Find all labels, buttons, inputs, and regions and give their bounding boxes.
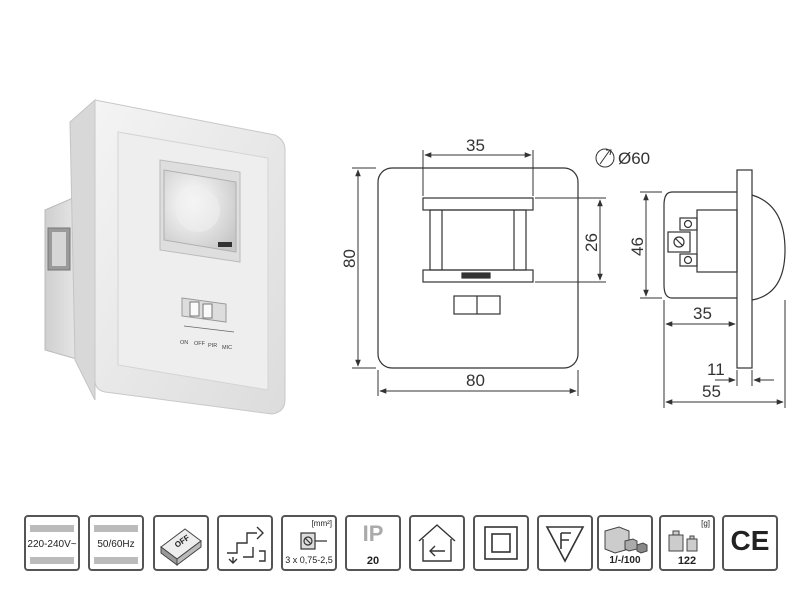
ip-value-label: 20 [366, 555, 380, 567]
packaging-qty-label: 1/-/100 [609, 555, 641, 566]
wire-unit-label: [mm²] [311, 519, 332, 528]
dim-lens-height: 26 [582, 233, 601, 252]
switch-label-pir: PIR [208, 343, 217, 349]
f-mark-icon [537, 515, 593, 571]
packaging-icon: 1/-/100 [597, 515, 653, 571]
ip-prefix-label: IP [362, 521, 384, 546]
mounting-icon [217, 515, 273, 571]
product-drawing: ON OFF PIR MIC 35 80 26 80 [44, 98, 786, 415]
indoor-use-icon [409, 515, 465, 571]
wire-spec-label: 3 x 0,75-2,5 [285, 555, 333, 565]
ce-mark-icon: CE [722, 515, 778, 571]
switch-off-icon: OFF [153, 515, 209, 571]
dim-front-height: 80 [340, 249, 359, 268]
spec-icon-strip: 220-240V~ 50/60Hz OFF [mm²] [0, 515, 800, 585]
frequency-badge: 50/60Hz [88, 515, 144, 571]
front-view-dimensions [352, 150, 606, 396]
side-view-dimensions [640, 191, 786, 408]
ip-rating-icon: IP 20 [345, 515, 401, 571]
front-view-drawing [377, 167, 579, 369]
weight-icon: [g] 122 [659, 515, 715, 571]
frequency-label: 50/60Hz [97, 539, 135, 550]
dim-front-width-top: 35 [466, 136, 485, 155]
weight-value-label: 122 [677, 555, 697, 567]
dim-side-depth-inner: 35 [693, 304, 712, 323]
dim-side-height: 46 [628, 237, 647, 256]
side-view-drawing [663, 169, 786, 369]
double-insulation-icon [473, 515, 529, 571]
dim-front-width-bottom: 80 [466, 371, 485, 390]
switch-label-off: OFF [194, 341, 206, 347]
voltage-badge: 220-240V~ [24, 515, 80, 571]
switch-label-mic: MIC [222, 345, 232, 351]
weight-unit-label: [g] [701, 519, 710, 528]
wire-terminal-icon: [mm²] 3 x 0,75-2,5 [281, 515, 337, 571]
product-photo: ON OFF PIR MIC [44, 98, 286, 415]
dim-side-depth-total: 55 [702, 382, 721, 401]
dim-side-depth-flange: 11 [707, 360, 725, 379]
voltage-label: 220-240V~ [27, 539, 77, 550]
dim-diameter: Ø60 [618, 149, 650, 168]
switch-label-on: ON [180, 340, 188, 346]
drill-diameter-icon [595, 148, 615, 168]
ce-mark-label: CE [730, 525, 770, 556]
